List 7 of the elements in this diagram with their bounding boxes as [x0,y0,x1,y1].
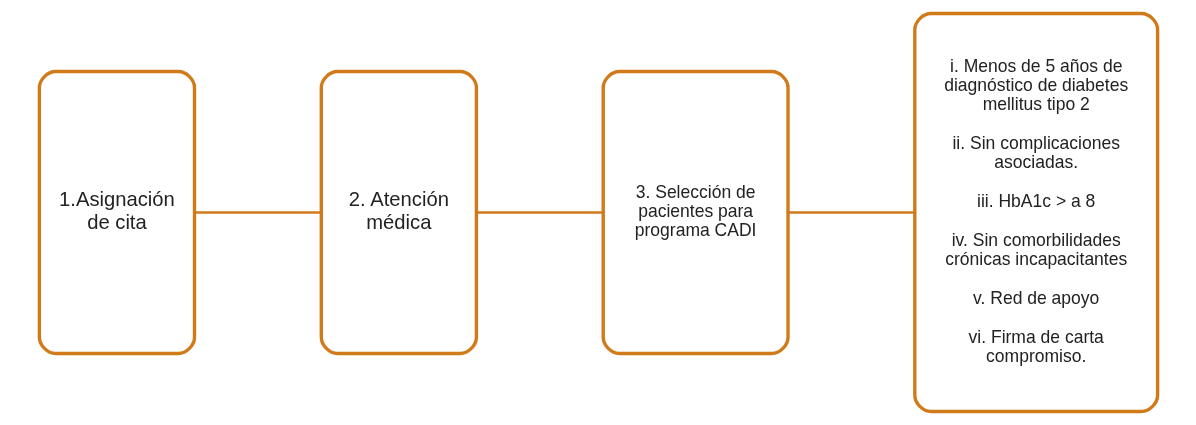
node-box: 3. Selección de pacientes para programa CADI [601,69,790,356]
node-box: i. Menos de 5 años de diagnóstico de diabetes mellitus tipo 2 ii. Sin complicaciones asociadas. iii. HbA1c > a 8 iv. Sin comorbilidades crónicas incapacitantes v. Red de apoyo vi. Firma de carta compromiso. [912,11,1159,414]
connector [787,211,915,214]
node-box: 2. Atención médica [319,69,478,356]
connector [476,211,603,214]
node-box: 1.Asignación de cita [37,69,196,356]
connector [194,211,321,214]
